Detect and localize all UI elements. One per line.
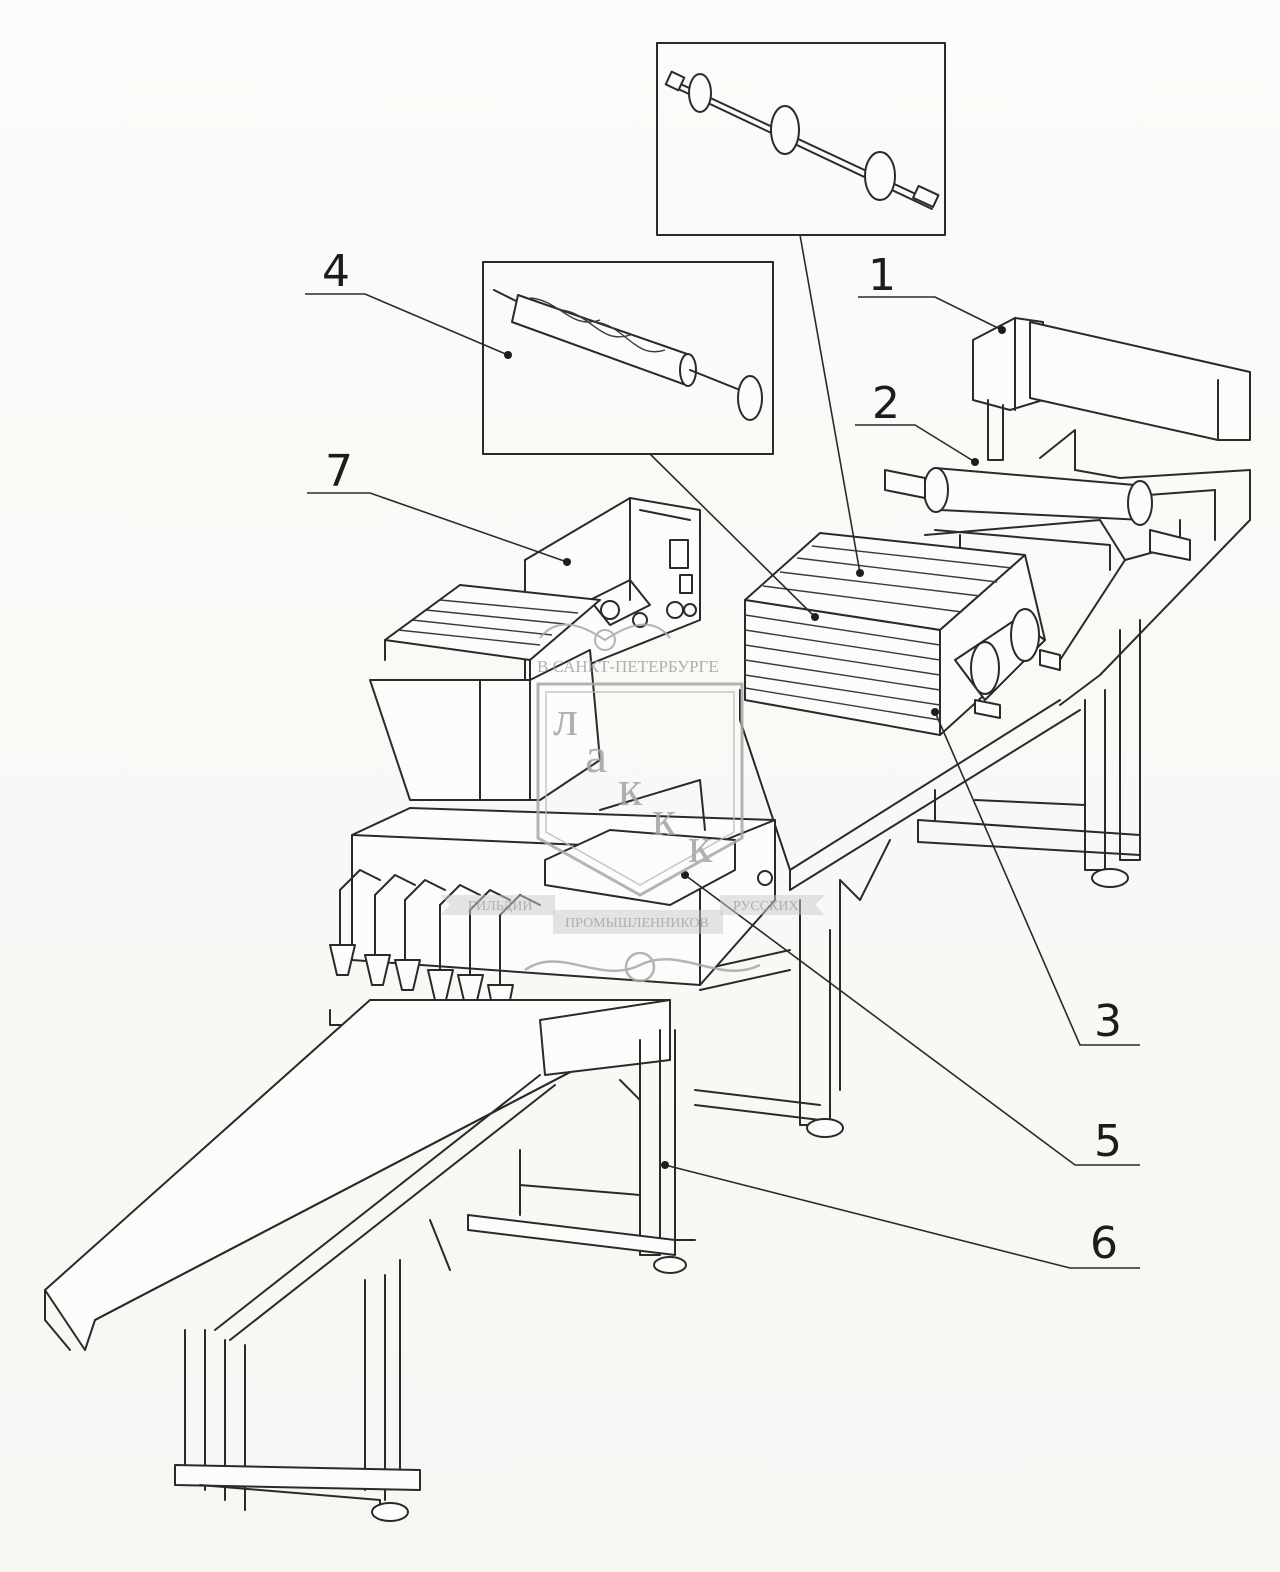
label-7: 7 [325,446,353,497]
support-legs [429,1029,696,1274]
nozzle-row [329,869,541,1021]
watermark-seal: В САНКТ-ПЕТЕРБУРГЕ л а к к к ГИЛЬДИИ ПРО… [440,623,825,983]
label-2: 2 [872,378,900,429]
hopper [369,584,601,801]
depositor-body [329,779,776,1026]
callout-leaders [305,234,1140,1269]
label-4: 4 [322,246,350,297]
label-6: 6 [1090,1218,1118,1269]
control-panel [524,497,701,691]
watermark-letter-2: а [585,727,607,783]
feed-roller [884,467,1191,571]
upper-frame [917,429,1251,888]
watermark-ribbon-left: ГИЛЬДИИ [468,899,532,914]
label-1: 1 [868,250,896,301]
inset-spiral-roller [482,261,774,455]
watermark-letter-5: к [688,817,713,873]
label-3: 3 [1094,996,1122,1047]
watermark-ribbon-center: ПРОМЫШЛЕННИКОВ [565,916,709,931]
motor-unit [972,317,1251,461]
conveyor [44,999,671,1522]
label-5: 5 [1094,1116,1122,1167]
watermark-letter-3: к [618,760,643,816]
watermark-letter-1: л [553,690,578,746]
watermark-ribbon-right: РУССКИХ [733,899,799,914]
grid-cutter-box [744,532,1061,736]
watermark-top-text: В САНКТ-ПЕТЕРБУРГЕ [537,657,719,676]
inset-disc-shaft [656,42,946,236]
watermark-letter-4: к [652,790,677,846]
